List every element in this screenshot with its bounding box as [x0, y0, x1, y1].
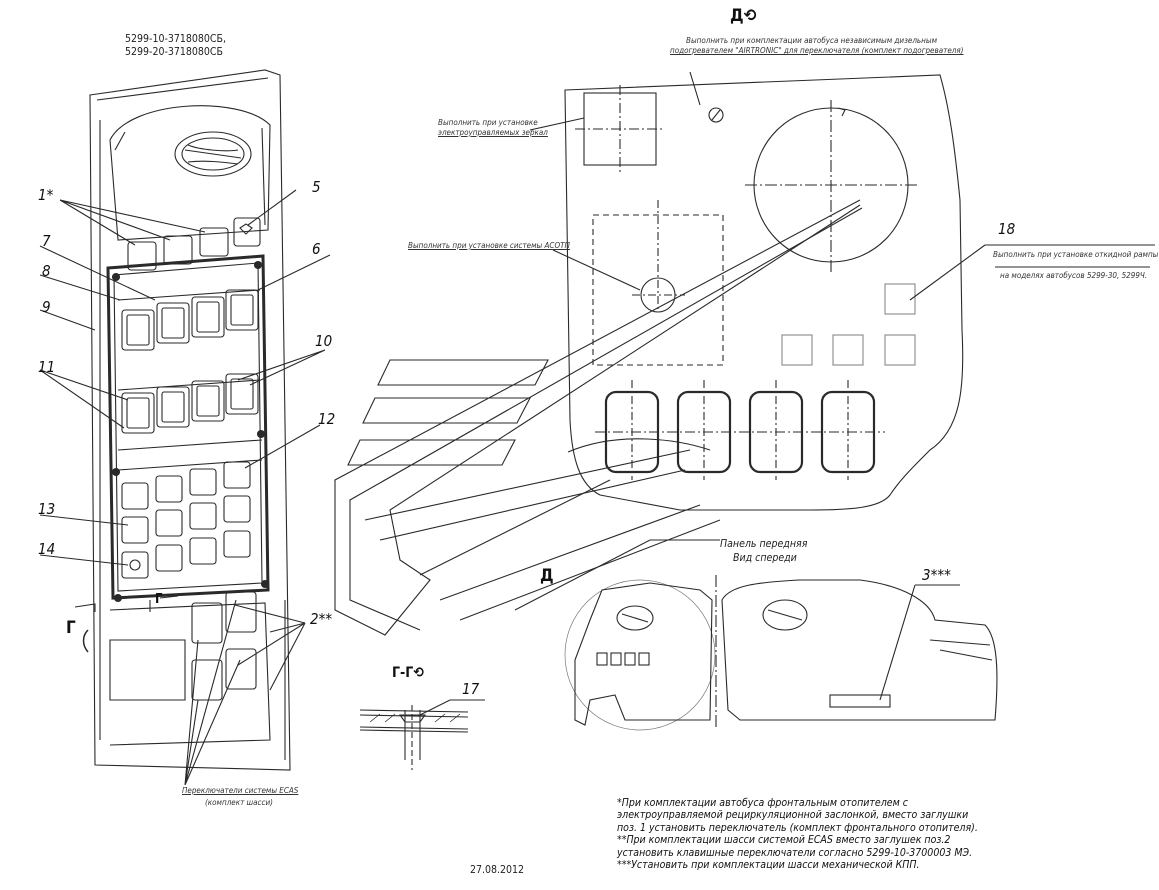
callout-7: 7	[42, 232, 51, 250]
general-notes: *При комплектации автобуса фронтальным о…	[617, 797, 978, 871]
switch-row-a	[121, 289, 259, 351]
section-g-marker-left: Г	[66, 618, 76, 638]
section-g-marker-right: Г	[155, 592, 163, 607]
switch-grid	[121, 461, 251, 579]
note-line: *При комплектации автобуса фронтальным о…	[617, 797, 908, 809]
note-line: **При комплектации шасси системой ECAS в…	[617, 834, 951, 847]
callout-11: 11	[38, 358, 56, 376]
note-line: установить клавишные переключатели согла…	[617, 846, 973, 859]
drawing-date: 27.08.2012	[470, 864, 525, 876]
view-d-title: Д⟲	[730, 6, 757, 26]
note-line: ***Установить при комплектации шасси мех…	[617, 859, 920, 872]
mirror-note-1: Выполнить при установке	[438, 118, 538, 127]
part-number-2: 5299-20-3718080СБ	[125, 46, 224, 58]
mirror-note-2: электроуправляемых зеркал	[438, 128, 548, 137]
callout-5: 5	[312, 178, 321, 196]
note-line: поз. 1 установить переключатель (комплек…	[617, 821, 978, 834]
callout-1: 1*	[38, 186, 54, 204]
callout-10: 10	[315, 332, 333, 350]
callout-17: 17	[462, 680, 480, 698]
ecas-note-1: Переключатели системы ECAS	[182, 786, 299, 795]
callout-18: 18	[998, 220, 1016, 238]
callout-3: 3***	[922, 566, 951, 584]
heater-note-2: подогревателем "AIRTRONIC" для переключа…	[670, 46, 964, 55]
callout-14: 14	[38, 540, 56, 558]
view-d-outline	[529, 71, 1155, 511]
callout-8: 8	[42, 262, 51, 280]
view-d-marker: Д	[540, 566, 554, 586]
heater-note-1: Выполнить при комплектации автобуса неза…	[686, 36, 937, 45]
callout-13: 13	[38, 500, 56, 518]
dashboard-sketch	[564, 575, 998, 731]
panel-caption-1: Панель передняя	[720, 538, 808, 550]
ramp-note-2: на моделях автобусов 5299-30, 5299Ч.	[1000, 271, 1148, 280]
callout-6: 6	[312, 240, 321, 258]
callout-9: 9	[42, 298, 51, 316]
callout-2: 2**	[310, 610, 333, 628]
ramp-note-1: Выполнить при установке откидной рампы	[993, 250, 1159, 259]
callout-12: 12	[318, 410, 336, 428]
projection-arrow	[334, 199, 863, 636]
left-switch-panel	[39, 69, 331, 786]
note-line: электроуправляемой рециркуляционной засл…	[617, 809, 969, 822]
switch-row-b	[121, 373, 259, 434]
acotp-note: Выполнить при установке системы АСОТП	[408, 241, 570, 250]
section-g-g-title: Г-Г⟲	[392, 665, 424, 681]
panel-caption-2: Вид спереди	[733, 552, 797, 564]
section-g-g	[359, 699, 485, 770]
ecas-note-2: (комплект шасси)	[205, 798, 273, 807]
ecas-switch-block	[191, 591, 257, 701]
part-number-1: 5299-10-3718080СБ,	[125, 33, 227, 45]
